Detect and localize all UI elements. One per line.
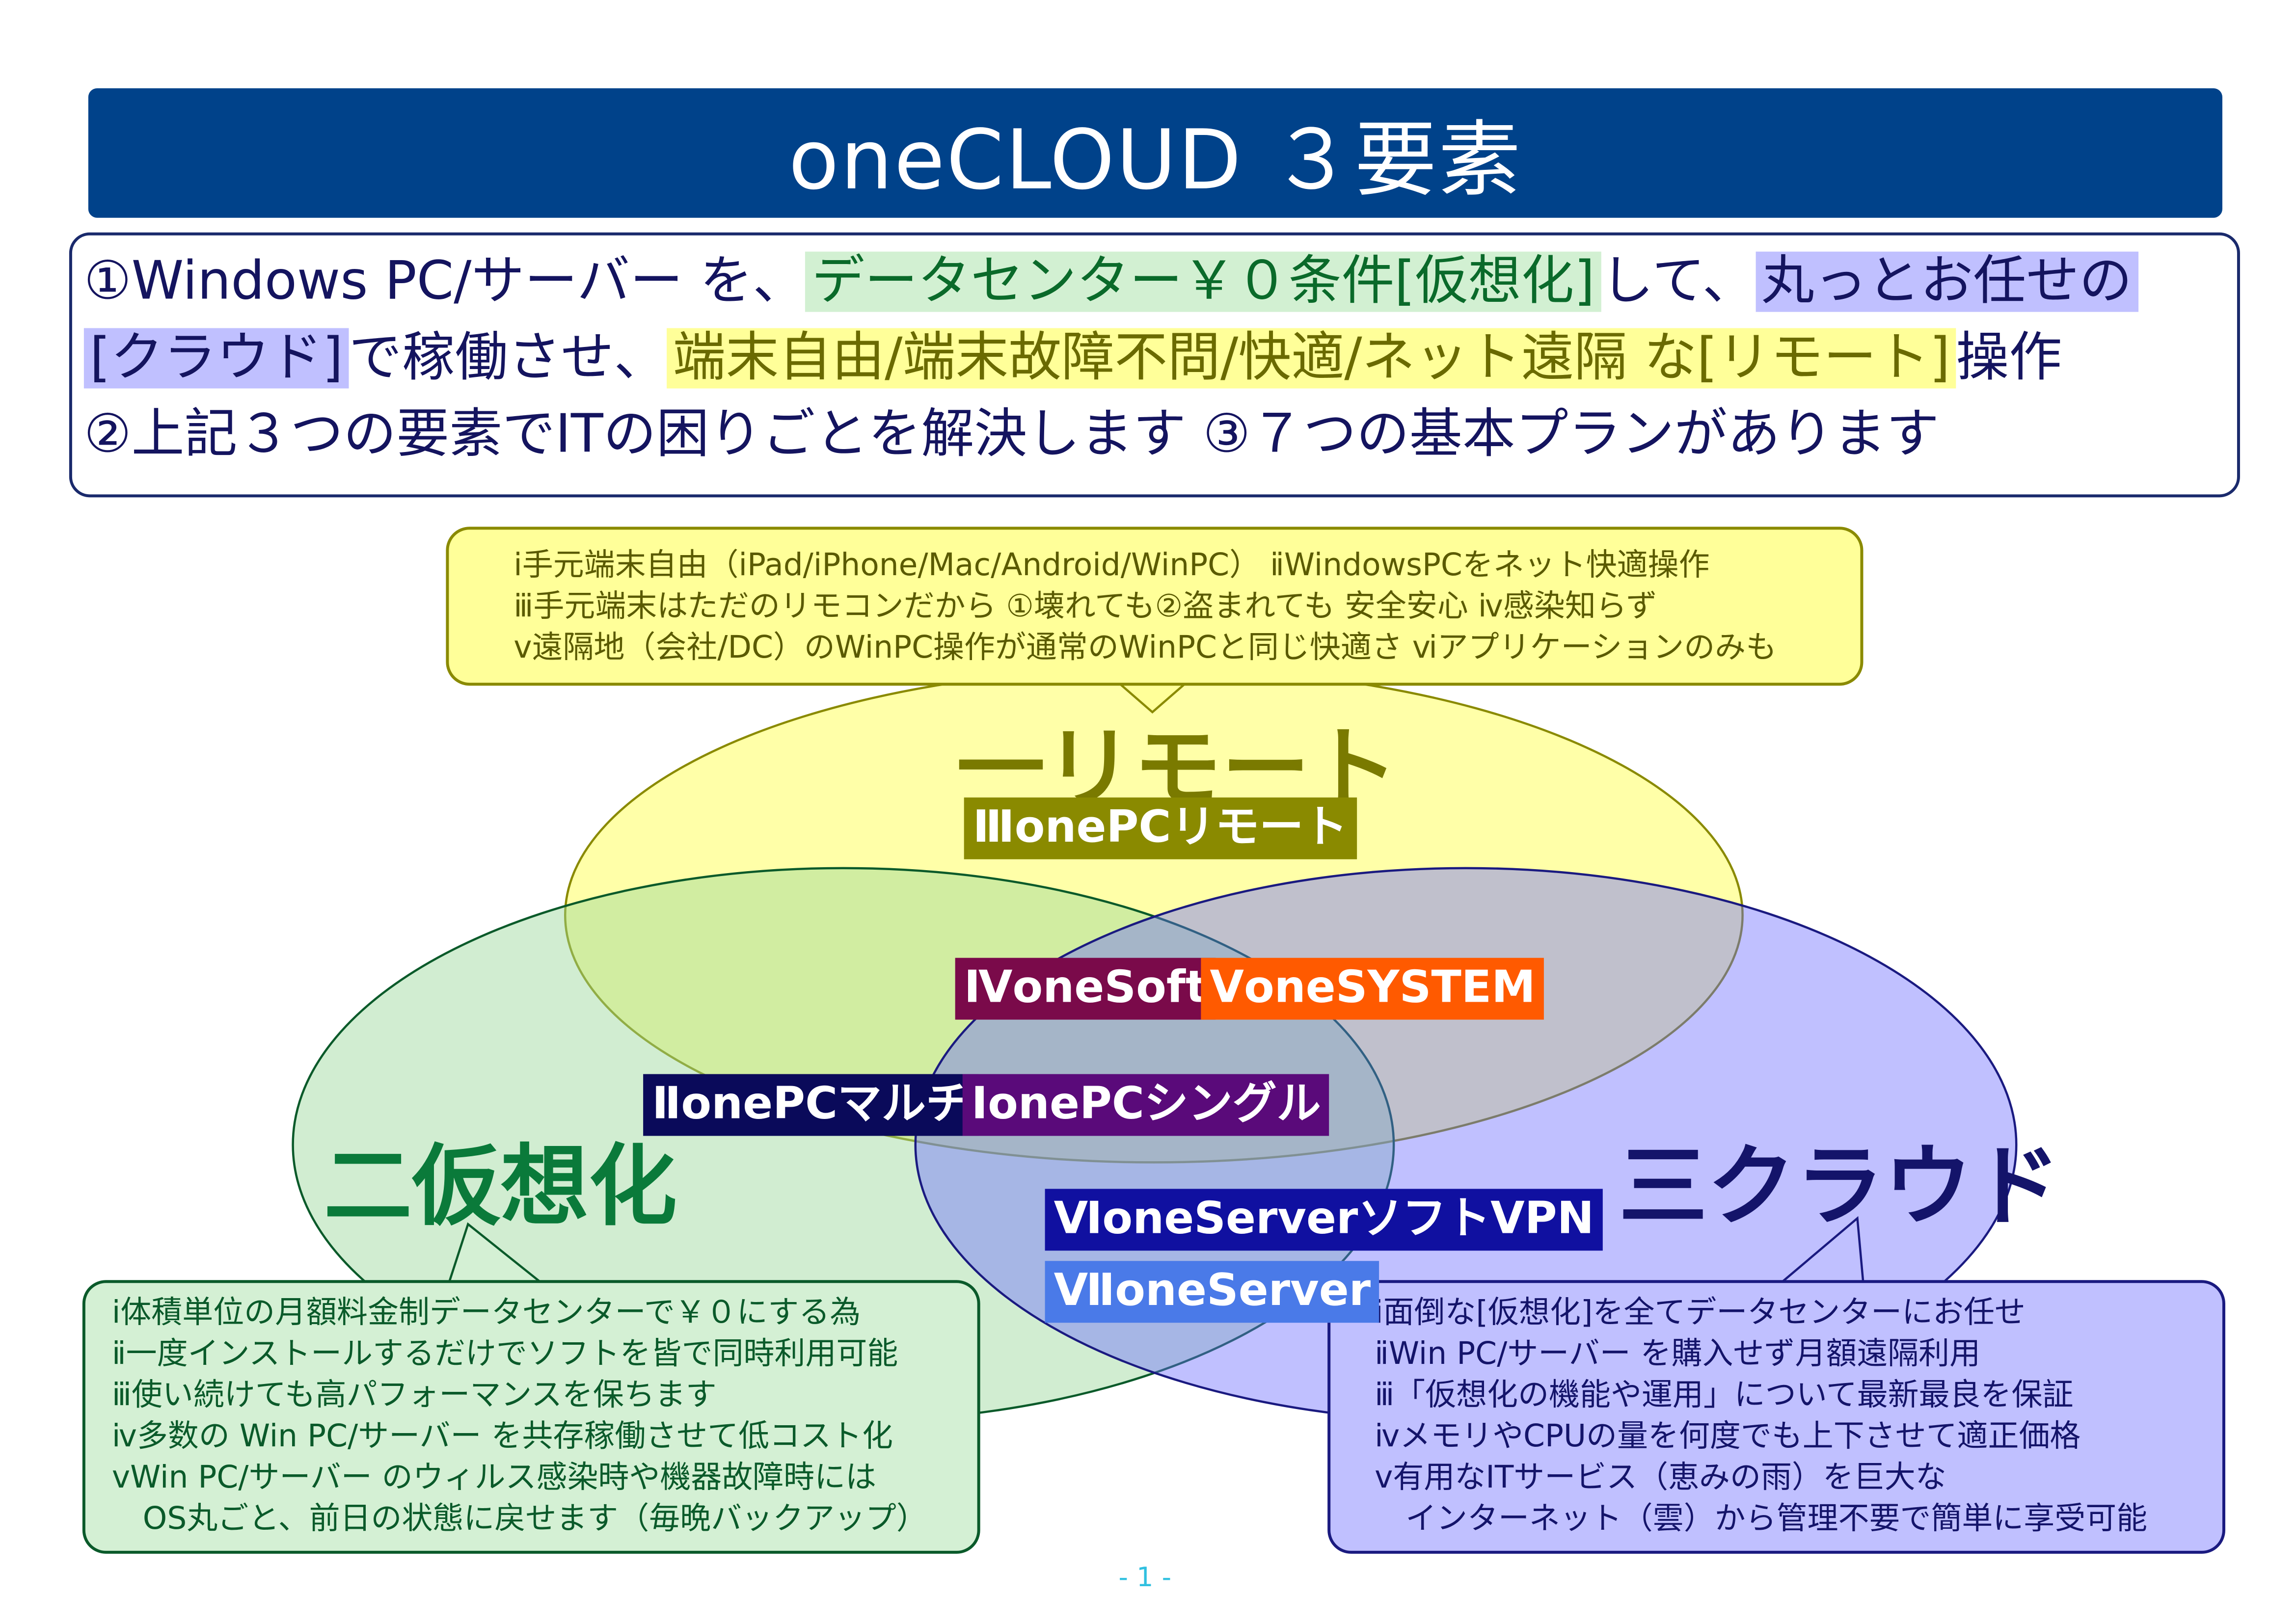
callout-line: ⅳメモリやCPUの量を何度でも上下させて適正価格	[1375, 1418, 2081, 1454]
intro-text: 操作	[1956, 328, 2062, 389]
callout-line: ⅴ遠隔地（会社/DC）のWinPC操作が通常のWinPCと同じ快適さ ⅵアプリケ…	[513, 630, 1777, 665]
cloud-label: 三クラウド	[1619, 1136, 2061, 1239]
page-number: - 1 -	[1118, 1562, 1172, 1594]
intro-line-3: ②上記３つの要素でITの困りごとを解決します ③７つの基本プランがあります	[83, 404, 1940, 465]
plan-onepc-single: ⅠonePCシングル	[962, 1074, 1330, 1136]
callout-line: ⅴ有用なITサービス（恵みの雨）を巨大な	[1375, 1460, 1946, 1495]
cloud-callout: ⅰ面倒な[仮想化]を全てデータセンターにお任せ ⅱWin PC/サーバー を購入せ…	[1327, 1280, 2225, 1554]
page-title: oneCLOUD ３要素	[88, 88, 2222, 218]
intro-line-2: [クラウド]で稼働させ、端末自由/端末故障不問/快適/ネット遠隔 な[リモート]…	[83, 321, 2225, 398]
callout-line: ⅴWin PC/サーバー のウィルス感染時や機器故障時には	[111, 1460, 877, 1495]
callout-line: ⅰ体積単位の月額料金制データセンターで￥０にする為	[111, 1295, 861, 1330]
callout-line: ⅱ一度インストールするだけでソフトを皆で同時利用可能	[111, 1336, 898, 1372]
plan-onepc-remote: ⅢonePCリモート	[964, 797, 1357, 859]
highlight-cloud: [クラウド]	[83, 328, 349, 388]
intro-box: ①Windows PC/サーバー を、データセンター￥０条件[仮想化]して、丸っ…	[69, 232, 2240, 498]
callout-line: ⅲ手元端末はただのリモコンだから ①壊れても②盗まれても 安全安心 ⅳ感染知らず	[513, 588, 1657, 624]
callout-line: ⅲ「仮想化の機能や運用」について最新最良を保証	[1375, 1377, 2074, 1413]
callout-line: ⅳ多数の Win PC/サーバー を共存稼働させて低コスト化	[111, 1418, 893, 1454]
highlight-remote: 端末自由/端末故障不問/快適/ネット遠隔 な[リモート]	[667, 328, 1956, 388]
callout-line: ⅱWin PC/サーバー を購入せず月額遠隔利用	[1375, 1336, 1981, 1372]
highlight-omakase: 丸っとお任せの	[1755, 252, 2138, 312]
virtualization-callout: ⅰ体積単位の月額料金制データセンターで￥０にする為 ⅱ一度インストールするだけでソ…	[82, 1280, 980, 1554]
highlight-datacenter: データセンター￥０条件[仮想化]	[806, 252, 1601, 312]
intro-text: ①Windows PC/サーバー を、	[83, 251, 806, 312]
callout-line: OS丸ごと、前日の状態に戻せます（毎晩バックアップ）	[111, 1500, 927, 1536]
plan-onesoft: ⅣoneSoft	[955, 958, 1216, 1020]
callout-line: ⅰ面倒な[仮想化]を全てデータセンターにお任せ	[1375, 1295, 2026, 1330]
plan-oneserver: ⅦoneServer	[1045, 1261, 1380, 1323]
plan-onesystem: ⅤoneSYSTEM	[1201, 958, 1544, 1020]
remote-callout: ⅰ手元端末自由（iPad/iPhone/Mac/Android/WinPC） ⅱ…	[446, 527, 1864, 686]
virtualization-label: 二仮想化	[324, 1136, 677, 1239]
plan-onepc-multi: ⅡonePCマルチ	[643, 1074, 979, 1136]
intro-text: で稼働させ、	[349, 328, 667, 389]
callout-line: ⅰ手元端末自由（iPad/iPhone/Mac/Android/WinPC） ⅱ…	[513, 547, 1710, 583]
intro-line-1: ①Windows PC/サーバー を、データセンター￥０条件[仮想化]して、丸っ…	[84, 244, 2225, 321]
callout-line: ⅲ使い続けても高パフォーマンスを保ちます	[111, 1377, 717, 1413]
plan-oneserver-vpn: ⅥoneServerソフトVPN	[1045, 1189, 1603, 1251]
intro-text: して、	[1600, 251, 1756, 312]
callout-line: インターネット（雲）から管理不要で簡単に享受可能	[1375, 1500, 2148, 1536]
